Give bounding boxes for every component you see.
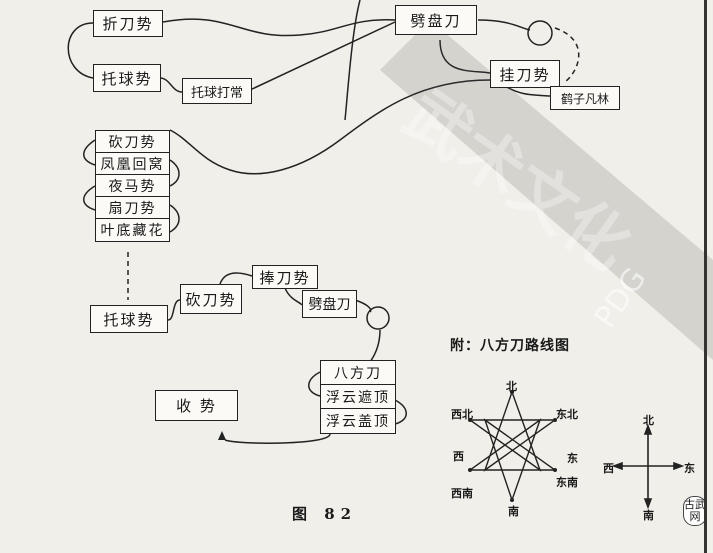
node-label: 托球势: [101, 69, 153, 88]
stack-a-item: 叶底藏花: [100, 223, 165, 239]
compass-east: 东: [684, 462, 695, 475]
compass-south: 南: [643, 509, 654, 522]
connector-line: [284, 287, 303, 306]
connector-line: [83, 185, 96, 211]
point-southwest: 西南: [451, 487, 473, 500]
page-edge-line: [704, 0, 707, 553]
loop-circle: [527, 20, 553, 46]
point-east: 东: [567, 452, 578, 465]
point-northwest: 西北: [451, 408, 473, 421]
connector-line: [224, 433, 331, 444]
connector-line: [159, 77, 183, 93]
figure-caption: 图 82: [292, 505, 358, 523]
point-southeast: 东南: [556, 476, 578, 489]
stack-b-item: 八方刀: [321, 361, 395, 385]
inset-title: 附：八方刀路线图: [450, 338, 570, 354]
stack-a: 砍刀势 凤凰回窝 夜马势 扇刀势 叶底藏花: [95, 130, 170, 242]
stack-a-item: 砍刀势: [96, 131, 169, 153]
stack-b: 八方刀 浮云遮顶 浮云盖顶: [320, 360, 396, 434]
node-label: 挂刀势: [499, 65, 551, 84]
stack-a-item: 夜马势: [96, 175, 169, 197]
stack-a-item: 凤凰回窝: [96, 153, 169, 175]
node-label: 折刀势: [102, 15, 154, 33]
connector-line: [169, 204, 180, 233]
connector-line: [344, 0, 361, 121]
node-label: 捧刀势: [259, 268, 311, 287]
connector-line: [439, 39, 491, 74]
node-gua-dao-shi: 挂刀势: [490, 60, 560, 88]
node-label: 鹤子凡林: [560, 91, 609, 106]
node-pi-pan-dao: 劈盘刀: [395, 5, 477, 35]
node-label: 收 势: [176, 397, 217, 415]
point-northeast: 东北: [556, 408, 578, 421]
compass-north: 北: [643, 414, 654, 427]
connector-line: [554, 27, 580, 83]
point-north: 北: [506, 380, 517, 393]
stack-b-item: 浮云盖顶: [326, 414, 390, 430]
star-line-b: [467, 418, 558, 503]
connector-line: [162, 18, 396, 37]
connector-line: [354, 299, 372, 313]
node-pi-pan-dao-2: 劈盘刀: [302, 290, 357, 318]
node-peng-dao-shi: 捧刀势: [252, 265, 318, 289]
node-label: 劈盘刀: [308, 297, 351, 313]
connector-line: [169, 79, 491, 175]
node-tuo-qiu-shi-2: 托球势: [90, 305, 168, 333]
stack-b-item: 浮云遮顶: [321, 385, 395, 409]
node-label: 托球打常: [190, 85, 243, 101]
connector-line: [169, 159, 180, 187]
corner-stamp: 古武网: [683, 496, 707, 526]
node-zhe-dao-shi: 折刀势: [93, 10, 163, 37]
node-shou-shi: 收 势: [155, 390, 238, 421]
point-west: 西: [453, 450, 464, 463]
connector-line: [67, 22, 94, 79]
connector-line: [167, 299, 181, 321]
arrow-head: [218, 431, 226, 440]
connector-line: [308, 371, 321, 397]
point-south: 南: [508, 505, 519, 518]
node-kan-dao-shi: 砍刀势: [180, 284, 242, 314]
node-tuo-qiu-da-chang: 托球打常: [182, 78, 252, 104]
node-label: 劈盘刀: [410, 11, 462, 30]
node-tuo-qiu-shi: 托球势: [93, 64, 161, 92]
star-line-a: [467, 389, 558, 472]
connector-line: [477, 19, 531, 31]
connector-line: [219, 272, 253, 285]
node-label: 托球势: [103, 310, 155, 329]
node-he-zi-fan-lin: 鹤子凡林: [550, 86, 620, 110]
stack-a-item: 扇刀势: [96, 197, 169, 219]
connector-line: [83, 139, 96, 166]
compass-west: 西: [603, 462, 614, 475]
connector-line: [394, 399, 407, 425]
connector-line: [249, 21, 396, 91]
loop-circle: [366, 306, 390, 330]
node-label: 砍刀势: [185, 290, 237, 309]
